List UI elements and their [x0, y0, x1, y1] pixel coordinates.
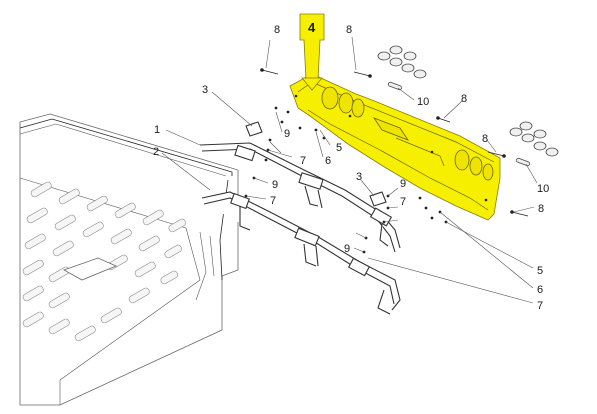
highlighted-panel-4 — [289, 73, 501, 221]
callout-9-b: 9 — [272, 179, 278, 191]
leader-lines — [161, 36, 538, 304]
bolts — [260, 68, 529, 217]
floor-slots — [22, 181, 186, 342]
upper-rail — [199, 142, 401, 253]
callout-1: 1 — [154, 124, 160, 136]
lower-rail — [201, 191, 401, 315]
callout-7-a: 7 — [300, 155, 306, 167]
callout-7-b: 7 — [270, 195, 276, 207]
callout-8-d: 8 — [482, 133, 488, 145]
floor-plate — [63, 257, 118, 281]
callout-9-c: 9 — [400, 178, 406, 190]
brackets — [245, 121, 387, 207]
callout-2: 2 — [153, 146, 159, 158]
callout-arrow-4 — [299, 13, 325, 91]
callout-5-lower: 5 — [537, 265, 543, 277]
callout-8-e: 8 — [538, 203, 544, 215]
callout-labels: 1 2 3 3 4 5 5 6 6 7 7 7 7 8 8 8 8 8 9 9 … — [153, 20, 549, 312]
callout-6-upper: 6 — [325, 155, 331, 167]
grommets-right — [509, 121, 559, 157]
callout-9-d: 9 — [344, 243, 350, 255]
callout-6-lower: 6 — [537, 284, 543, 296]
grommets-left — [377, 45, 427, 79]
callout-8-a: 8 — [274, 24, 280, 36]
callout-5-upper: 5 — [336, 142, 342, 154]
callout-7-c: 7 — [400, 196, 406, 208]
callout-8-b: 8 — [346, 24, 352, 36]
callout-10-b: 10 — [537, 183, 549, 195]
clips — [387, 81, 531, 167]
callout-9-a: 9 — [284, 128, 290, 140]
cargo-box — [19, 113, 239, 406]
callout-7-d: 7 — [537, 300, 543, 312]
callout-4: 4 — [308, 20, 316, 35]
callout-8-c: 8 — [461, 93, 467, 105]
callout-3-upper: 3 — [202, 84, 208, 96]
callout-3-lower: 3 — [356, 171, 362, 183]
callout-10-a: 10 — [417, 96, 429, 108]
